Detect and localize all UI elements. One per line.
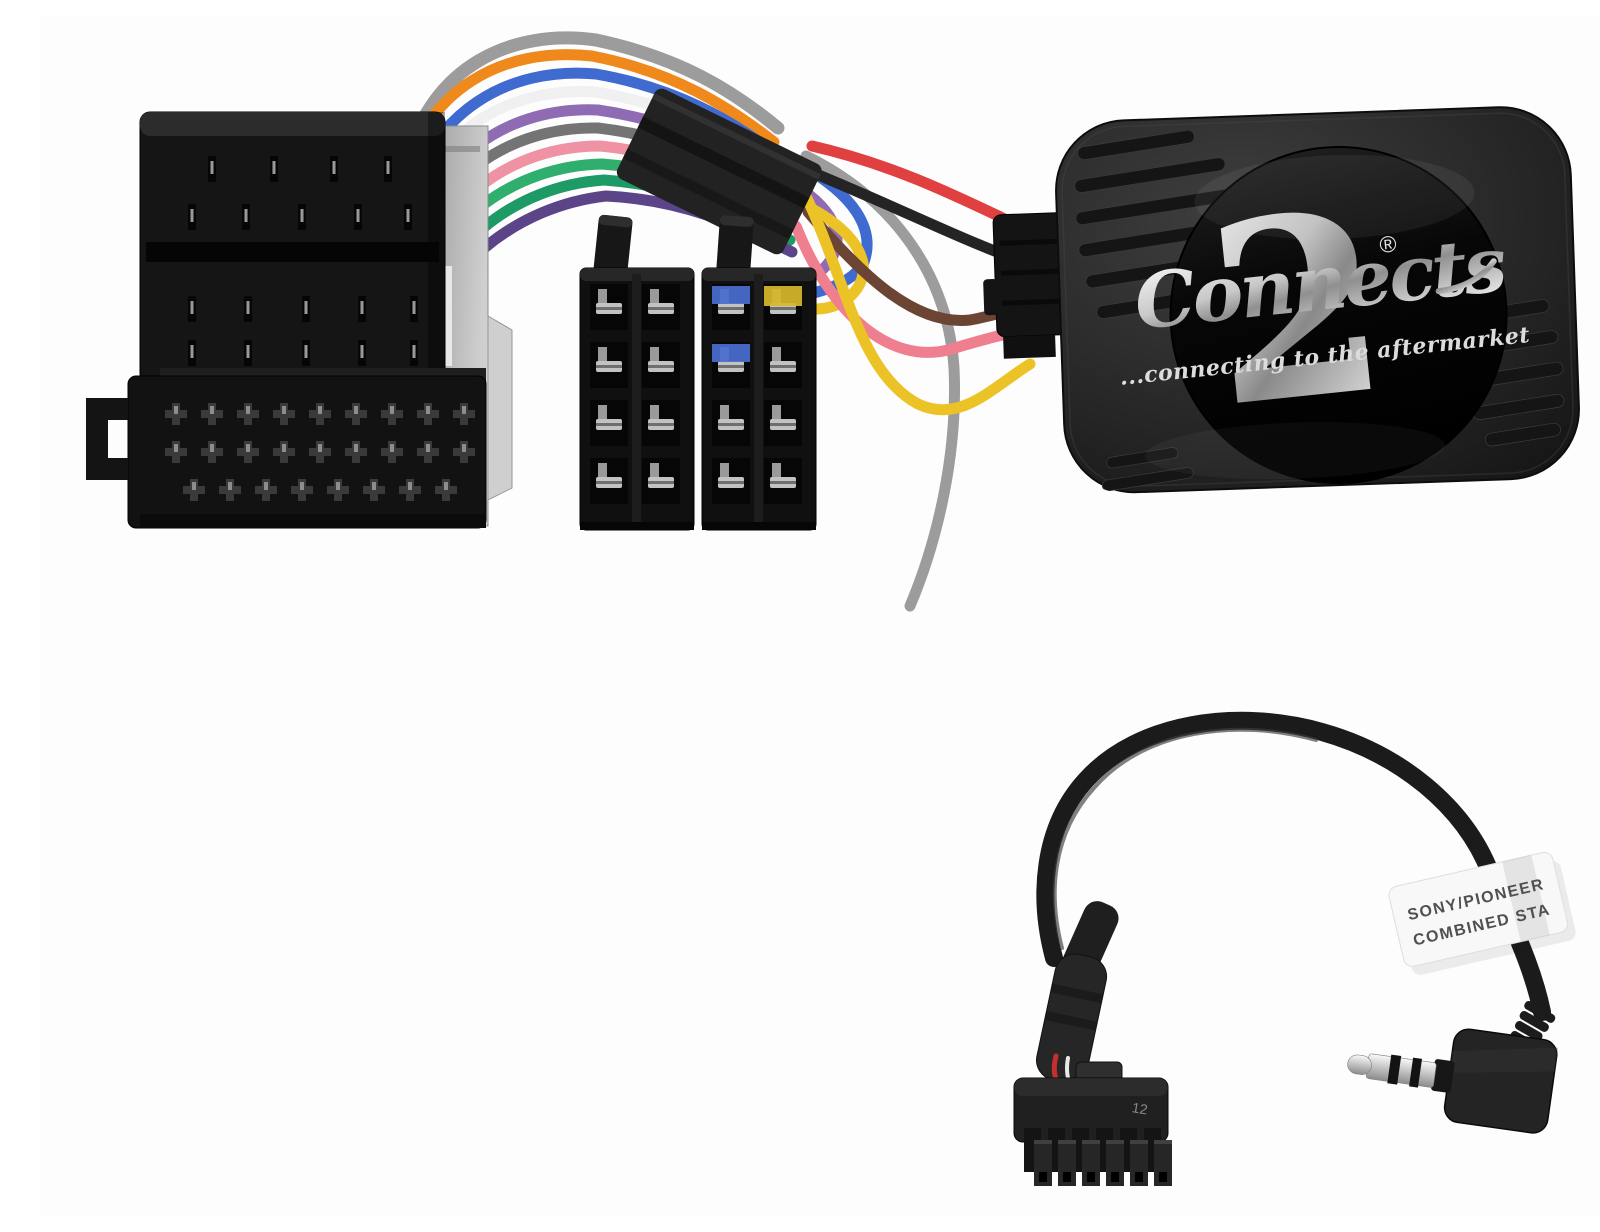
jack-collar <box>1431 1059 1455 1093</box>
patch-label: SONY/PIONEER COMBINED STA <box>1388 851 1576 975</box>
iso-latch-tab <box>593 215 633 277</box>
module-ribs-bottom-left <box>1101 447 1194 492</box>
module-feed-wires <box>724 140 1036 612</box>
patch-cable-highlight <box>1052 727 1318 950</box>
quadlock-side-hook <box>86 398 128 480</box>
iso-connector-a <box>579 214 695 531</box>
loom-tape-wrap <box>616 88 822 255</box>
quadlock-upper-block <box>139 111 446 385</box>
logo-swash <box>1435 258 1497 295</box>
logo-numeral: 2 <box>1197 156 1399 463</box>
feed-wire-yellow-loop <box>798 186 1036 416</box>
product-photo: 2 Connects ® ...connecting to the afterm… <box>40 16 1600 1216</box>
quadlock-connector <box>86 111 513 529</box>
logo-badge <box>1169 146 1508 485</box>
feed-wire-salmon <box>790 220 1036 358</box>
wire-color-patches <box>712 286 802 362</box>
quadlock-lower-block <box>86 368 487 529</box>
molex-connector: 12 <box>1013 1077 1172 1186</box>
patch-label-paper <box>1388 851 1569 967</box>
interface-box: 2 Connects ® ...connecting to the afterm… <box>983 106 1580 494</box>
jack-plug-ring <box>1387 1054 1402 1085</box>
molex-pin-marking: 12 <box>1131 1099 1149 1117</box>
loom-wire-gray <box>401 31 785 165</box>
iso-connector-b <box>701 215 817 531</box>
registered-mark: ® <box>1378 230 1398 258</box>
jack-plug-ring <box>1409 1057 1423 1088</box>
molex-boot <box>1036 901 1119 1084</box>
jack-body <box>1443 1028 1558 1134</box>
photo-canvas: 2 Connects ® ...connecting to the afterm… <box>86 31 1580 1186</box>
patch-lead: 12 SONY/PIONEER COMBINED STA <box>1013 711 1576 1186</box>
jack-plug-tip <box>1347 1054 1372 1075</box>
iso-latch-tab <box>716 215 754 277</box>
jack-plug-shaft <box>1365 1053 1437 1088</box>
jack-35mm <box>1347 1028 1558 1134</box>
